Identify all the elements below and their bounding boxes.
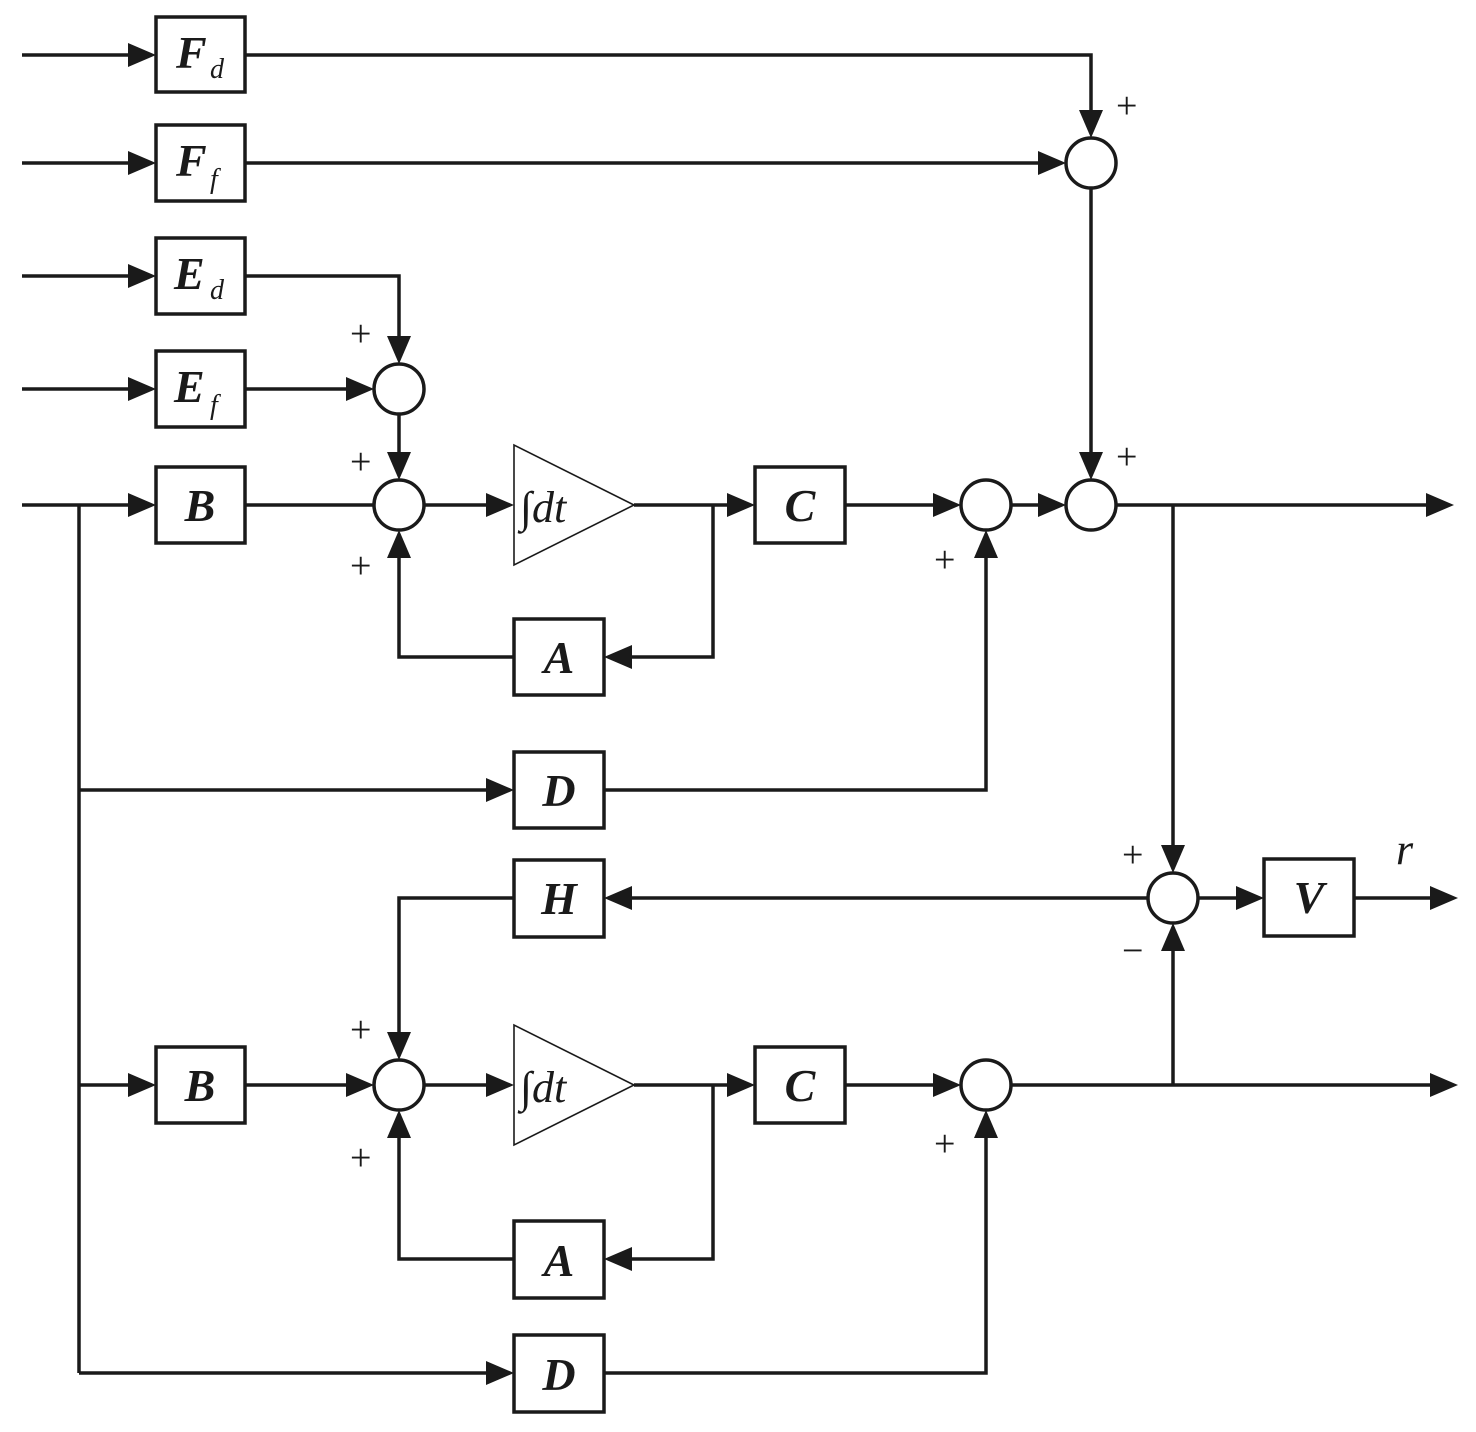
- sign-minus: −: [1122, 930, 1143, 972]
- block-ed-label: E: [173, 248, 205, 299]
- block-a-bottom: A: [512, 1219, 606, 1300]
- block-fd-subscript: d: [210, 54, 225, 85]
- sign-plus: +: [350, 441, 371, 483]
- sign-plus: +: [1116, 85, 1137, 127]
- sign-plus: +: [350, 1009, 371, 1051]
- integrator-bottom-label: ∫dt: [517, 1063, 568, 1114]
- integrator-bottom: ∫dt: [513, 1023, 636, 1147]
- block-a-top-label: A: [541, 632, 575, 683]
- block-c-bottom-label: C: [785, 1060, 817, 1111]
- sign-plus: +: [350, 1137, 371, 1179]
- block-d-top: D: [512, 750, 606, 830]
- block-ef-label: E: [173, 361, 205, 412]
- integrator-top: ∫dt: [513, 443, 636, 567]
- block-v-label: V: [1294, 872, 1328, 923]
- sign-plus: +: [350, 545, 371, 587]
- sign-plus: +: [934, 1123, 955, 1165]
- sign-plus: +: [934, 539, 955, 581]
- signal-wires: [22, 53, 1436, 1375]
- summer-f: [1064, 136, 1118, 190]
- block-ef: E f: [154, 349, 247, 429]
- integrator-top-label: ∫dt: [517, 483, 568, 534]
- block-c-top-label: C: [785, 480, 817, 531]
- residual-output-label: r: [1396, 825, 1414, 874]
- arrowheads: [128, 43, 1458, 1385]
- summer-state-top: [372, 478, 426, 532]
- junction-signs: + + + + + + + − + + +: [350, 85, 1143, 1179]
- sign-plus: +: [1116, 436, 1137, 478]
- block-d-bottom-label: D: [541, 1349, 575, 1400]
- block-fd-label: F: [175, 27, 207, 78]
- block-ff: F f: [154, 123, 247, 203]
- summer-output-top: [959, 478, 1013, 532]
- summer-state-bottom: [372, 1058, 426, 1112]
- block-h-label: H: [540, 873, 578, 924]
- block-a-bottom-label: A: [541, 1235, 575, 1286]
- block-ff-subscript: f: [210, 164, 221, 195]
- block-b-bottom: B: [154, 1045, 247, 1125]
- block-ef-subscript: f: [210, 390, 221, 421]
- block-b-top-label: B: [184, 480, 216, 531]
- sign-plus: +: [350, 313, 371, 355]
- block-b-top: B: [154, 465, 247, 545]
- block-fd: F d: [154, 15, 247, 94]
- summer-e: [372, 362, 426, 416]
- summer-output-bottom: [959, 1058, 1013, 1112]
- block-h: H: [512, 858, 606, 939]
- block-ed: E d: [154, 236, 247, 316]
- block-v: V: [1262, 857, 1356, 938]
- block-b-bottom-label: B: [184, 1060, 216, 1111]
- block-d-top-label: D: [541, 765, 575, 816]
- summer-measured-output: [1064, 478, 1118, 532]
- block-ed-subscript: d: [210, 275, 225, 306]
- block-d-bottom: D: [512, 1333, 606, 1414]
- block-ff-label: F: [175, 135, 207, 186]
- block-c-top: C: [753, 465, 847, 545]
- sign-plus: +: [1122, 834, 1143, 876]
- summing-junctions: [372, 136, 1200, 1112]
- block-a-top: A: [512, 617, 606, 697]
- summer-residual: [1146, 871, 1200, 925]
- block-c-bottom: C: [753, 1045, 847, 1125]
